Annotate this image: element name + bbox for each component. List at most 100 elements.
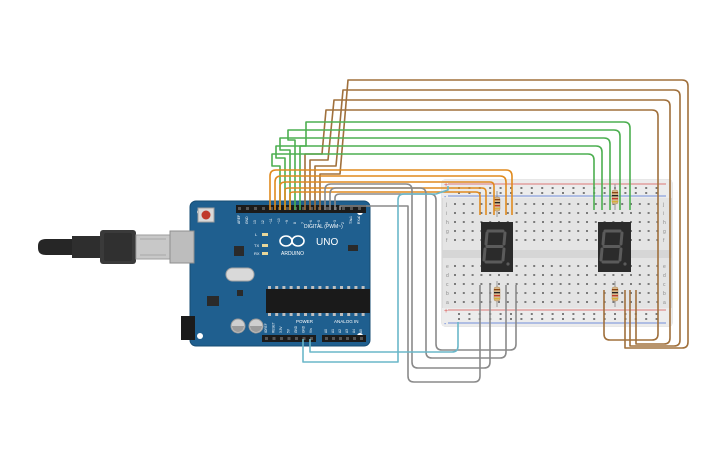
board-model: UNO	[316, 237, 338, 248]
wire[interactable]	[309, 99, 671, 345]
board-brand: ARDUINO	[281, 251, 304, 257]
pin-label: A4	[352, 329, 356, 333]
wire[interactable]	[324, 183, 491, 369]
rail-minus-label: -	[444, 194, 447, 201]
wires[interactable]	[269, 79, 689, 383]
resistors[interactable]	[493, 184, 619, 307]
wire[interactable]	[274, 175, 507, 215]
digital-header-label: DIGITAL (PWM~)	[304, 224, 343, 230]
row-letter: h	[446, 220, 449, 226]
row-letter: e	[663, 264, 666, 270]
pin-label: GND	[294, 325, 298, 333]
row-letter: i	[663, 211, 664, 217]
wire[interactable]	[279, 181, 495, 215]
row-letter: c	[663, 282, 666, 288]
pin-label: GND	[302, 325, 306, 333]
led-label: L	[255, 232, 258, 237]
wire[interactable]	[275, 145, 603, 210]
pin-label: 12	[261, 220, 265, 224]
row-letter: j	[445, 202, 447, 208]
resistor[interactable]	[493, 281, 501, 307]
digital-header[interactable]	[236, 205, 366, 213]
pin-label: 2	[341, 222, 345, 224]
pin-label: A0	[324, 329, 328, 333]
rail-minus-label: -	[444, 321, 447, 328]
pin-label: 3.3V	[279, 326, 283, 333]
pin-label: A2	[338, 329, 342, 333]
wire[interactable]	[304, 109, 659, 341]
wire[interactable]	[279, 137, 611, 210]
pin-label: 7	[301, 222, 305, 224]
wire[interactable]	[339, 205, 481, 383]
row-letter: g	[446, 229, 449, 235]
led-label: RX	[254, 251, 260, 256]
pin-label: A1	[331, 329, 335, 333]
rail-plus-label: +	[444, 182, 448, 189]
reset-button[interactable]	[201, 210, 211, 220]
dc-jack	[181, 316, 195, 340]
usb-port	[169, 230, 195, 264]
wire[interactable]	[334, 193, 517, 351]
pin-label: 5V	[287, 328, 291, 333]
row-letter: a	[663, 300, 666, 306]
row-letter: d	[663, 273, 666, 279]
wire[interactable]	[302, 186, 449, 363]
pin-label: ~11	[269, 218, 273, 224]
wire[interactable]	[287, 129, 621, 210]
microcontroller-chip	[266, 286, 370, 316]
pin-label: 4	[325, 222, 329, 224]
pin-label: ~5	[317, 220, 321, 224]
pin-label: ~10	[277, 218, 281, 224]
rail-plus-label: +	[444, 308, 448, 315]
resistor[interactable]	[493, 191, 501, 217]
row-letter: i	[446, 211, 447, 217]
row-letter: h	[663, 220, 666, 226]
wire[interactable]	[314, 89, 681, 347]
row-letter: g	[663, 229, 666, 235]
breadboard[interactable]: j i h g f e d c b a j i h g f e d c b a …	[441, 179, 673, 328]
arduino-logo: ARDUINO UNO	[279, 235, 338, 257]
wire[interactable]	[309, 322, 459, 353]
pin-label: TX▸1	[349, 216, 353, 224]
breadboard-row-letters: j i h g f e d c b a j i h g f e d c b a	[445, 202, 666, 306]
power-header-label: POWER	[296, 319, 314, 324]
analog-header-label: ANALOG IN	[334, 319, 359, 324]
wire[interactable]	[299, 121, 631, 210]
pin-label: Vin	[309, 328, 313, 333]
wire[interactable]	[319, 79, 689, 349]
wire[interactable]	[271, 153, 595, 210]
analog-header[interactable]	[322, 335, 366, 342]
row-letter: d	[446, 273, 449, 279]
row-letter: a	[446, 300, 449, 306]
seven-segment-right[interactable]	[598, 222, 631, 272]
resistor[interactable]	[611, 281, 619, 307]
pin-label: A3	[345, 329, 349, 333]
pin-label: ~6	[309, 220, 313, 224]
wire[interactable]	[269, 169, 513, 215]
wire[interactable]	[289, 191, 481, 215]
usb-cable[interactable]	[38, 230, 171, 264]
row-letter: f	[663, 238, 665, 244]
row-letter: c	[446, 282, 449, 288]
pin-label: AREF	[237, 215, 241, 224]
pin-label: A5	[359, 329, 363, 333]
pin-label: RX◂0	[357, 216, 361, 224]
row-letter: b	[663, 291, 666, 297]
pin-label: 13	[253, 220, 257, 224]
wire[interactable]	[329, 187, 507, 359]
pin-label: RESET	[272, 322, 276, 333]
row-letter: e	[446, 264, 449, 270]
led-label: TX	[254, 243, 259, 248]
seven-segment-left[interactable]	[481, 222, 513, 272]
board-leds: L TX RX	[254, 232, 268, 256]
pin-label: IOREF	[264, 323, 268, 333]
arduino-board[interactable]: DIGITAL (PWM~) AREF GND 13 12 ~11 ~10 ~9 8 7 ~6 ~5…	[169, 200, 371, 347]
pin-label: 8	[293, 222, 297, 224]
row-letter: b	[446, 291, 449, 297]
row-letter: f	[446, 238, 448, 244]
resistor[interactable]	[611, 184, 619, 210]
pin-label: ~9	[285, 220, 289, 224]
